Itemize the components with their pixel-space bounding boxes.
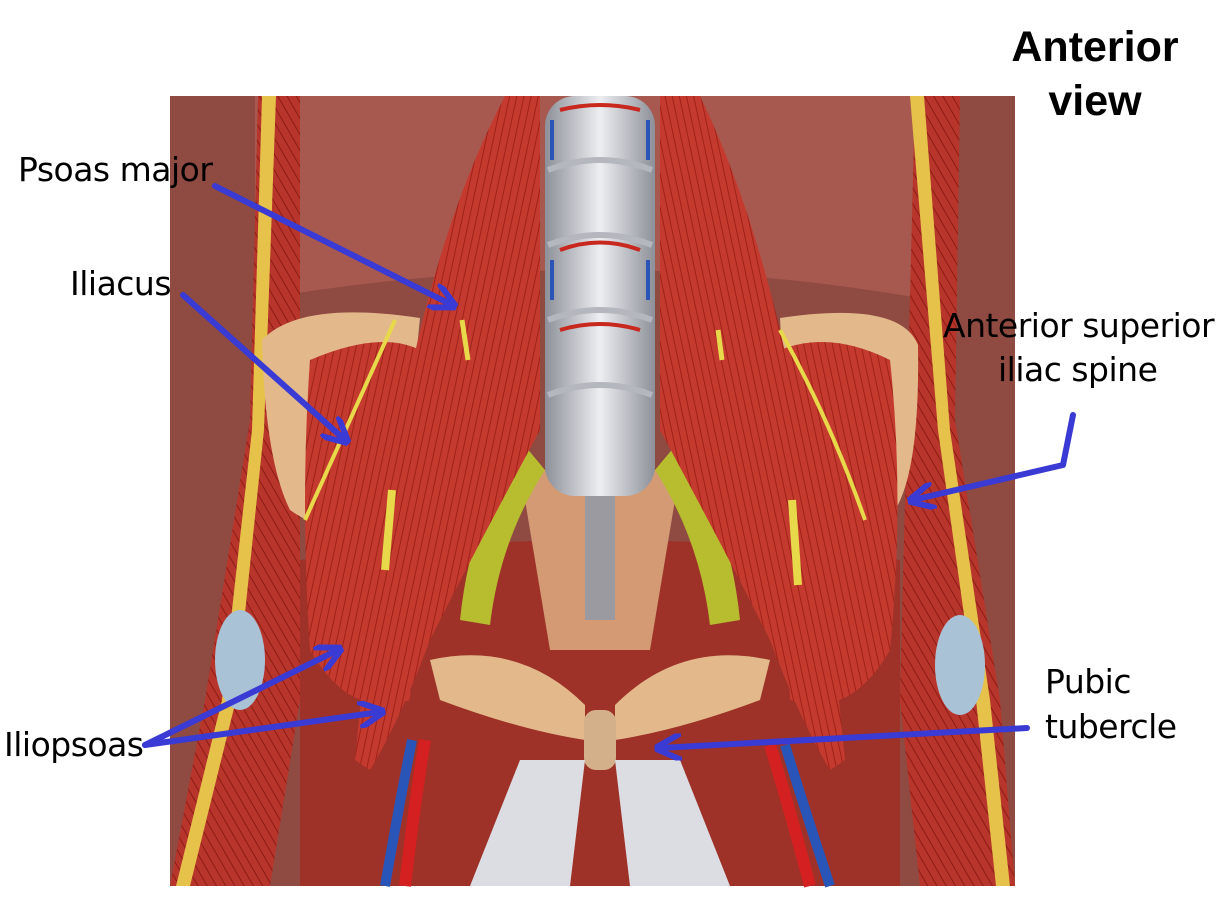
iliopsoas-arrow-upper [142, 650, 338, 748]
right-femoral-vein [780, 743, 835, 888]
lumbar-vessels [550, 103, 650, 332]
left-adductor-tendons [470, 760, 585, 886]
right-femoral-nerve [788, 499, 802, 586]
left-wall-fat [176, 96, 276, 886]
left-lumbosacral-nerves [460, 440, 545, 625]
right-lateral-cutaneous-nerve [778, 329, 867, 521]
left-genitofemoral-nerve [459, 319, 471, 361]
right-pubic-ramus [615, 655, 770, 740]
right-psoas-major [660, 96, 845, 770]
view-title-line2: view [1048, 77, 1142, 125]
right-wall-fat [910, 96, 1010, 886]
left-inguinal-lymph-node [215, 610, 265, 710]
label-iliacus: Iliacus [70, 264, 172, 303]
left-pubic-ramus [430, 655, 585, 740]
left-femoral-nerve [381, 489, 396, 571]
left-femoral-artery [399, 739, 431, 887]
label-asis-line1: Anterior superior [943, 306, 1215, 345]
label-pubic-line2: tubercle [1045, 707, 1177, 746]
label-psoas-major: Psoas major [18, 150, 213, 189]
label-iliopsoas: Iliopsoas [4, 725, 144, 764]
label-asis-line2: iliac spine [998, 350, 1158, 389]
left-femoral-vein [380, 739, 417, 887]
iliacus-arrow [180, 292, 345, 440]
filum-terminale [585, 490, 615, 620]
pointer-arrows [142, 183, 1076, 748]
view-title: Anterior view [995, 20, 1195, 128]
right-inguinal-lymph-node [935, 615, 985, 715]
pubic-tubercle-arrow [660, 725, 1030, 748]
iliopsoas-arrow-lower [142, 712, 380, 748]
intervertebral-discs [546, 157, 654, 398]
right-genitofemoral-nerve [715, 329, 725, 361]
label-pubic-line1: Pubic [1045, 662, 1132, 701]
left-psoas-major [355, 96, 540, 770]
right-lumbosacral-nerves [655, 440, 740, 625]
view-title-line1: Anterior [1011, 23, 1179, 71]
asis-arrow [913, 412, 1076, 500]
right-adductor-tendons [615, 760, 730, 886]
right-femoral-artery [764, 743, 816, 888]
psoas-major-arrow [212, 183, 452, 305]
lumbar-spine [545, 96, 655, 496]
pubic-symphysis [584, 710, 616, 770]
